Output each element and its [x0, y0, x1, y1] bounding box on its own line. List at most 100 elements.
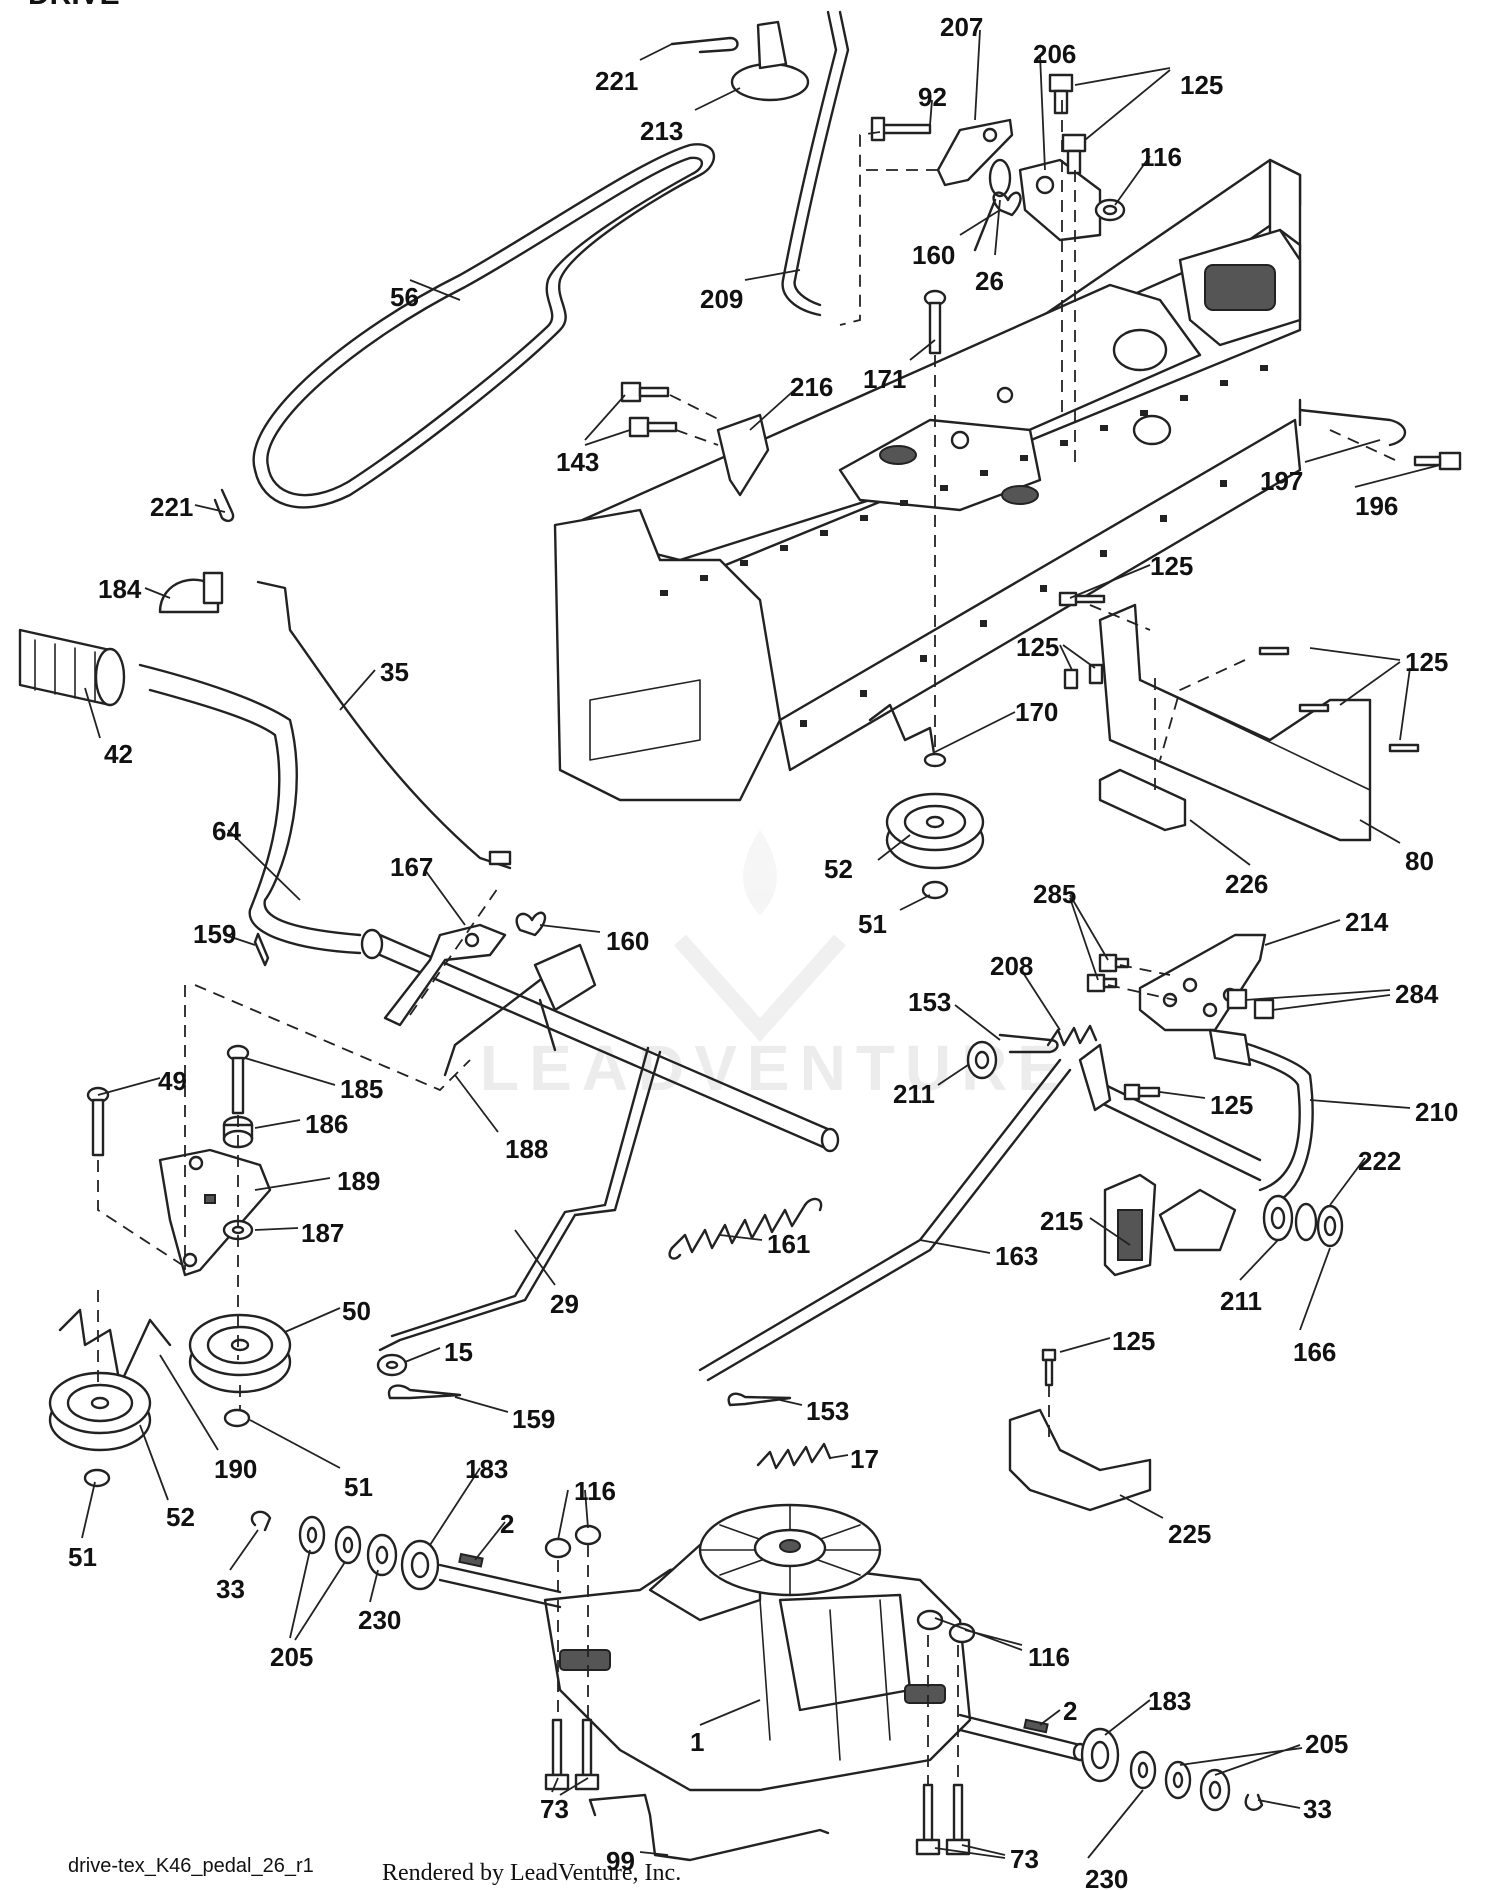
callout-153: 153 [908, 987, 951, 1017]
callout-52: 52 [824, 854, 853, 884]
callout-213: 213 [640, 116, 683, 146]
callout-230: 230 [358, 1605, 401, 1635]
callout-163: 163 [995, 1241, 1038, 1271]
callout-159: 159 [193, 919, 236, 949]
rod-188 [443, 978, 542, 1077]
carriage-bolt-49 [86, 1086, 110, 1157]
callout-51: 51 [858, 909, 887, 939]
cotter-pin-159-bottom [387, 1384, 462, 1400]
callout-184: 184 [98, 574, 142, 604]
section-title: DRIVE [28, 0, 120, 11]
callout-186: 186 [305, 1109, 348, 1139]
callout-208: 208 [990, 951, 1033, 981]
bracket-225 [1008, 1408, 1152, 1512]
lever-knob-213 [730, 20, 810, 102]
bolt-125-pedal [1123, 1083, 1161, 1101]
bracket-216 [716, 413, 770, 497]
callout-35: 35 [380, 657, 409, 687]
drive-belt [252, 143, 716, 509]
callout-285: 285 [1033, 879, 1076, 909]
bolt-196 [1413, 451, 1462, 471]
callout-160: 160 [912, 240, 955, 270]
watermark-logo [674, 830, 846, 1043]
nuts-116-transaxle [544, 1524, 976, 1644]
callout-189: 189 [337, 1166, 380, 1196]
transaxle-1 [438, 1503, 1088, 1792]
screw-125-bracket [1041, 1348, 1057, 1387]
clip-160-mid [515, 911, 547, 937]
callout-206: 206 [1033, 39, 1076, 69]
hairpin-153-upper [998, 1033, 1059, 1054]
callout-51: 51 [68, 1542, 97, 1572]
callout-143: 143 [556, 447, 599, 477]
callout-221: 221 [150, 492, 193, 522]
leader-lines [81, 29, 1441, 1859]
callout-222: 222 [1358, 1146, 1401, 1176]
drawing-id: drive-tex_K46_pedal_26_r1 [68, 1855, 314, 1877]
callout-216: 216 [790, 372, 833, 402]
carriage-bolt-171 [923, 289, 947, 355]
callout-125: 125 [1405, 647, 1448, 677]
callout-153: 153 [806, 1396, 849, 1426]
callout-73: 73 [540, 1794, 569, 1824]
callout-214: 214 [1345, 907, 1389, 937]
callout-210: 210 [1415, 1097, 1458, 1127]
bushing-211-upper [966, 1040, 998, 1080]
pivot-plate-206 [1018, 158, 1102, 242]
callout-196: 196 [1355, 491, 1398, 521]
bolts-73-left [544, 1718, 600, 1791]
bracket-207 [936, 118, 1014, 187]
axle-hardware-right [1023, 1718, 1264, 1812]
lever-knob-184 [158, 571, 224, 614]
idler-pulley-50 [188, 1313, 292, 1394]
hand-grip-42 [18, 628, 126, 707]
callout-49: 49 [158, 1066, 187, 1096]
rod-197 [1298, 398, 1407, 447]
callout-33: 33 [1303, 1794, 1332, 1824]
callout-116: 116 [574, 1476, 616, 1506]
callout-99: 99 [606, 1846, 635, 1876]
callout-125: 125 [1210, 1090, 1253, 1120]
callout-64: 64 [212, 816, 241, 846]
callout-125: 125 [1150, 551, 1193, 581]
pedal-pad-214 [1138, 933, 1267, 1032]
control-rod-163 [698, 1058, 1072, 1382]
washer-15 [376, 1353, 408, 1377]
callout-185: 185 [340, 1074, 383, 1104]
pedal-shaft-210 [1078, 1028, 1314, 1252]
callout-211: 211 [1220, 1286, 1262, 1316]
rod-99-end [588, 1798, 597, 1817]
callout-225: 225 [1168, 1519, 1211, 1549]
callout-205: 205 [270, 1642, 313, 1672]
hairpin-clip-221-top [670, 36, 739, 54]
callout-56: 56 [390, 282, 419, 312]
axle-hardware-left [250, 1510, 484, 1591]
spring-208 [1046, 1024, 1098, 1047]
idler-pulley-52-center [885, 792, 985, 870]
callout-17: 17 [850, 1444, 879, 1474]
callout-226: 226 [1225, 869, 1268, 899]
bolts-125-top [1048, 73, 1087, 175]
callout-183: 183 [1148, 1686, 1191, 1716]
pivot-shaft [378, 933, 840, 1153]
cable-35 [256, 580, 512, 870]
arm-167 [383, 923, 507, 1027]
callout-2: 2 [500, 1509, 514, 1539]
chassis-frame [553, 158, 1302, 802]
callout-221: 221 [595, 66, 638, 96]
spring-190 [58, 1308, 172, 1387]
callout-171: 171 [863, 364, 906, 394]
callout-284: 284 [1395, 979, 1439, 1009]
bracket-226 [1098, 768, 1187, 832]
nut-51-left-lower [83, 1468, 111, 1488]
shift-lever-64 [138, 663, 384, 960]
rendered-by-credit: Rendered by LeadVenture, Inc. [382, 1860, 681, 1886]
callout-52: 52 [166, 1502, 195, 1532]
callout-125: 125 [1016, 632, 1059, 662]
carriage-bolt-185 [226, 1044, 250, 1115]
pedal-cover-215 [1103, 1173, 1157, 1277]
callout-42: 42 [104, 739, 133, 769]
callout-1: 1 [690, 1727, 704, 1757]
spring-26 [973, 158, 1012, 252]
brake-pedal-bracket [533, 943, 597, 1052]
